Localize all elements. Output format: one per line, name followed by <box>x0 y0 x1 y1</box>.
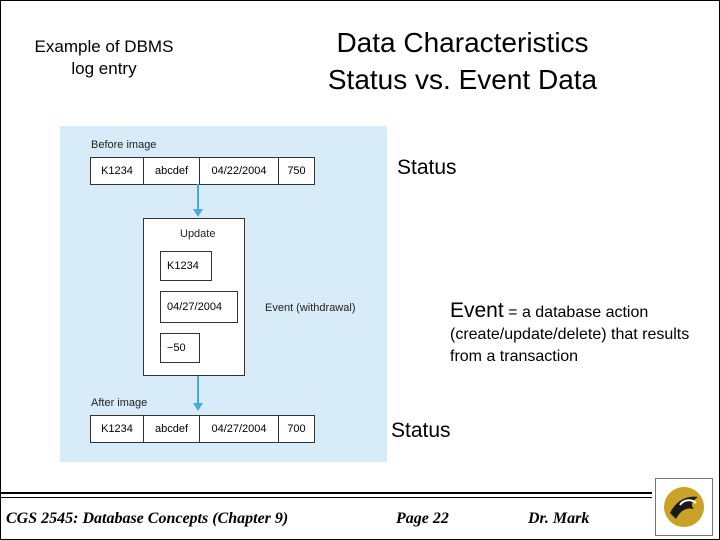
status-bottom-annotation: Status <box>391 419 451 442</box>
arrow-down-1 <box>197 184 199 210</box>
footer-rule-thin <box>0 497 652 498</box>
title-line-1: Data Characteristics <box>336 27 589 58</box>
update-field-date: 04/27/2004 <box>160 291 238 323</box>
after-cell-balance: 700 <box>287 423 306 435</box>
before-image-row: K1234 abcdef 04/22/2004 750 <box>90 157 315 185</box>
status-top-annotation: Status <box>397 156 457 179</box>
event-word: Event <box>450 299 504 322</box>
before-cell-balance: 750 <box>287 165 306 177</box>
after-cell-date: 04/27/2004 <box>200 416 279 442</box>
before-cell-id: K1234 <box>91 158 144 184</box>
event-annotation: Event = a database action (create/update… <box>450 300 710 368</box>
caption-line-2: log entry <box>71 59 137 78</box>
after-cell-name: abcdef <box>144 416 200 442</box>
before-cell-date: 04/22/2004 <box>200 158 279 184</box>
after-image-label: After image <box>91 397 148 409</box>
after-image-row: K1234 abcdef 04/27/2004 700 <box>90 415 315 443</box>
footer-page: Page 22 <box>396 510 449 527</box>
before-cell-name: abcdef <box>144 158 200 184</box>
update-label: Update <box>180 228 216 240</box>
before-image-label: Before image <box>91 139 157 151</box>
arrow-head-1 <box>193 209 203 217</box>
update-box: Update K1234 04/27/2004 −50 <box>143 218 245 376</box>
event-definition: = a database action (create/update/delet… <box>450 304 690 365</box>
diagram-caption: Example of DBMS log entry <box>14 36 194 80</box>
arrow-down-2 <box>197 376 199 404</box>
ucf-pegasus-logo-icon <box>655 478 713 536</box>
update-field-amount: −50 <box>160 333 200 363</box>
footer-course: CGS 2545: Database Concepts (Chapter 9) <box>6 510 289 527</box>
slide-title: Data Characteristics Status vs. Event Da… <box>300 24 625 98</box>
caption-line-1: Example of DBMS <box>34 37 174 56</box>
update-field-id: K1234 <box>160 251 212 281</box>
title-line-2: Status vs. Event Data <box>327 64 598 95</box>
log-entry-diagram: Before image K1234 abcdef 04/22/2004 750… <box>60 126 387 462</box>
arrow-head-2 <box>193 403 203 411</box>
footer-author: Dr. Mark <box>528 510 590 527</box>
after-cell-id: K1234 <box>91 416 144 442</box>
event-withdrawal-label: Event (withdrawal) <box>265 302 356 314</box>
footer-rule-thick <box>0 492 652 494</box>
